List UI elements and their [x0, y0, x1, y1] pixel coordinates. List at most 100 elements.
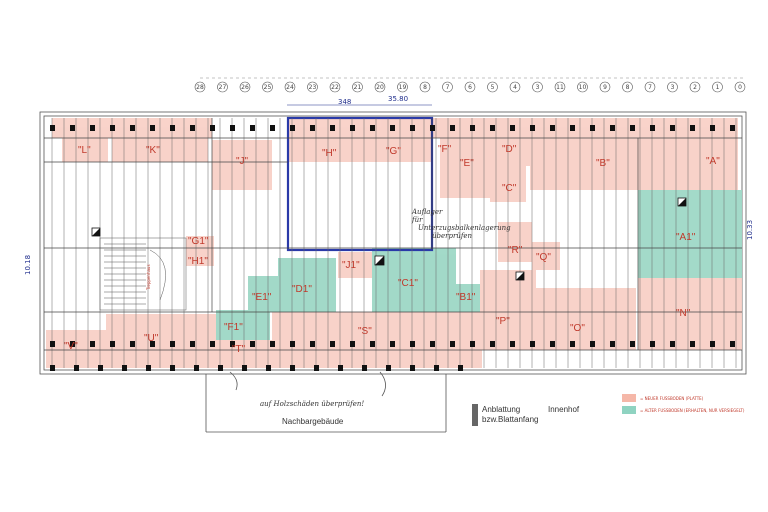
beam-marker	[430, 341, 435, 347]
axis-marker	[577, 81, 588, 93]
beam-marker	[130, 341, 135, 347]
axis-marker	[284, 81, 296, 93]
beam-marker	[730, 341, 735, 347]
beam-marker	[350, 125, 355, 131]
axis-marker	[689, 81, 701, 93]
beam-marker	[266, 365, 271, 371]
zone-label-R: "R"	[508, 245, 523, 256]
dimension-span: 348	[338, 98, 351, 106]
beam-marker	[510, 341, 515, 347]
old-floor-zone-labels: "A1" "B1" "C1" "D1" "E1" "F1"	[224, 232, 696, 333]
axis-number: 23	[309, 84, 317, 91]
zone-label-Q: "Q"	[536, 252, 551, 263]
beam-marker	[110, 125, 115, 131]
beam-marker	[570, 125, 575, 131]
beam-marker	[630, 341, 635, 347]
beam-marker	[730, 125, 735, 131]
beam-marker	[650, 125, 655, 131]
beam-marker	[90, 125, 95, 131]
axis-marker	[622, 81, 633, 93]
structural-lines	[44, 118, 742, 351]
axis-marker	[532, 81, 543, 93]
beam-marker	[410, 125, 415, 131]
beam-marker	[50, 341, 55, 347]
beam-marker	[510, 125, 515, 131]
zone-label-A: "A"	[706, 156, 720, 167]
beam-marker	[210, 341, 215, 347]
beam-marker	[370, 125, 375, 131]
axis-marker	[194, 81, 206, 93]
beam-marker	[330, 125, 335, 131]
axis-number: 6	[468, 84, 472, 91]
beam-marker	[50, 125, 55, 131]
beam-marker	[90, 341, 95, 347]
beam-marker	[690, 125, 695, 131]
beam-marker	[670, 341, 675, 347]
beam-marker	[270, 125, 275, 131]
beam-marker	[430, 125, 435, 131]
zone-label-B1: "B1"	[456, 292, 476, 303]
axis-number: 20	[376, 84, 384, 91]
axis-marker	[307, 81, 318, 93]
zone-label-D1: "D1"	[292, 284, 312, 295]
zone-label-E1: "E1"	[252, 292, 272, 303]
staircase	[99, 237, 187, 311]
axis-marker	[217, 81, 228, 93]
beam-marker	[590, 125, 595, 131]
beam-marker	[122, 365, 127, 371]
zone-label-G1: "G1"	[188, 236, 209, 247]
stairs-label: Treppenhaus	[146, 264, 151, 291]
zone-label-D: "D"	[502, 144, 517, 155]
axis-number: 27	[219, 84, 227, 91]
zone-label-B: "B"	[596, 158, 610, 169]
beam-marker	[630, 125, 635, 131]
beam-marker	[150, 341, 155, 347]
beam-markers	[50, 125, 735, 371]
beam-marker	[190, 125, 195, 131]
beam-marker	[150, 125, 155, 131]
legend-swatch-old	[622, 406, 636, 414]
column-markers	[91, 197, 687, 281]
axis-marker	[352, 81, 363, 93]
beam-marker	[194, 365, 199, 371]
beam-marker	[410, 341, 415, 347]
zone-label-J1: "J1"	[342, 260, 360, 271]
axis-marker	[734, 81, 746, 93]
note-line-4: überprüfen	[432, 232, 473, 240]
axis-marker	[442, 81, 453, 93]
cladding-label-2: bzw.Blattanfang	[482, 415, 538, 424]
bottom-outline	[205, 371, 447, 433]
courtyard-label: Innenhof	[548, 405, 580, 414]
zone-label-C1: "C1"	[398, 278, 418, 289]
axis-number: 8	[626, 84, 630, 91]
dimension-top: 35.80	[388, 95, 408, 103]
zone-label-J: "J"	[236, 156, 249, 167]
beam-marker	[70, 125, 75, 131]
beam-marker	[50, 365, 55, 371]
note-line-3: Unterzugsbalkenlagerung	[418, 224, 511, 232]
floor-joists	[51, 118, 737, 368]
beam-marker	[470, 125, 475, 131]
beam-marker	[210, 125, 215, 131]
axis-number: 9	[603, 84, 607, 91]
beam-marker	[490, 341, 495, 347]
axis-marker	[329, 81, 341, 93]
beam-marker	[390, 125, 395, 131]
handwritten-bottom-note: auf Holzschäden überprüfen!	[260, 400, 364, 408]
beam-marker	[338, 365, 343, 371]
beam-marker	[590, 341, 595, 347]
beam-marker	[218, 365, 223, 371]
axis-number: 7	[446, 84, 450, 91]
beam-marker	[98, 365, 103, 371]
axis-number: 7	[648, 84, 652, 91]
axis-number: 26	[241, 84, 249, 91]
beam-marker	[434, 365, 439, 371]
neighbor-building-label: Nachbargebäude	[282, 417, 344, 426]
dimension-left: 10.18	[24, 255, 32, 275]
beam-marker	[74, 365, 79, 371]
axis-number: 8	[423, 84, 427, 91]
axis-number: 22	[331, 84, 339, 91]
beam-marker	[110, 341, 115, 347]
old-floor-zones	[216, 190, 742, 340]
